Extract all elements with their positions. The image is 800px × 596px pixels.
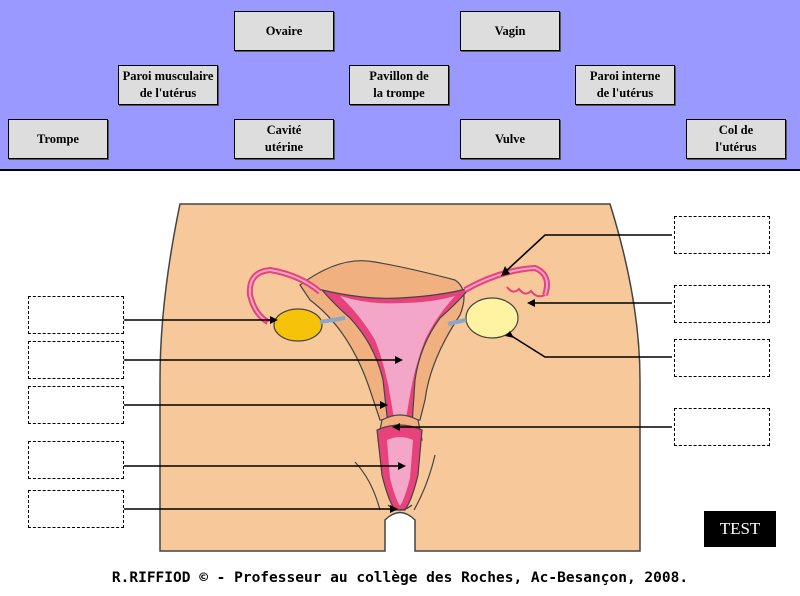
right-fimbriae (506, 286, 546, 298)
drop-box-left-2[interactable] (28, 341, 124, 379)
right-ovary-ligament (447, 318, 467, 326)
pointer-lines (124, 234, 672, 510)
label-col-uterus[interactable]: Col de l'utérus (686, 119, 786, 159)
reproductive-anatomy-diagram (124, 203, 672, 552)
label-ovaire[interactable]: Ovaire (234, 11, 334, 51)
thigh-line-right (413, 454, 436, 511)
vaginal-canal (387, 437, 413, 506)
drop-box-right-4[interactable] (674, 408, 770, 446)
drop-box-right-2[interactable] (674, 285, 770, 323)
drop-box-left-1[interactable] (28, 296, 124, 334)
label-trompe[interactable]: Trompe (8, 119, 108, 159)
drop-box-left-3[interactable] (28, 386, 124, 424)
test-button[interactable]: TEST (704, 511, 776, 547)
left-ovary (273, 308, 323, 342)
drop-box-right-3[interactable] (674, 339, 770, 377)
label-pavillon-trompe[interactable]: Pavillon de la trompe (349, 65, 449, 105)
pointer-8 (509, 334, 672, 358)
left-ovary-ligament (319, 316, 346, 324)
drop-box-left-5[interactable] (28, 490, 124, 528)
label-vagin[interactable]: Vagin (460, 11, 560, 51)
pointer-6 (504, 234, 672, 273)
pointer-heads (270, 266, 535, 513)
thigh-line-left (354, 461, 381, 511)
label-paroi-interne[interactable]: Paroi interne de l'utérus (575, 65, 675, 105)
credit-line: R.RIFFIOD © - Professeur au collège des … (111, 570, 689, 586)
right-ovary (465, 297, 519, 339)
label-vulve[interactable]: Vulve (460, 119, 560, 159)
label-palette: Ovaire Vagin Paroi musculaire de l'utéru… (0, 0, 800, 171)
label-paroi-musculaire[interactable]: Paroi musculaire de l'utérus (118, 65, 218, 105)
drop-box-left-4[interactable] (28, 441, 124, 479)
drop-box-right-1[interactable] (674, 216, 770, 254)
label-cavite-uterine[interactable]: Cavité utérine (234, 119, 334, 159)
